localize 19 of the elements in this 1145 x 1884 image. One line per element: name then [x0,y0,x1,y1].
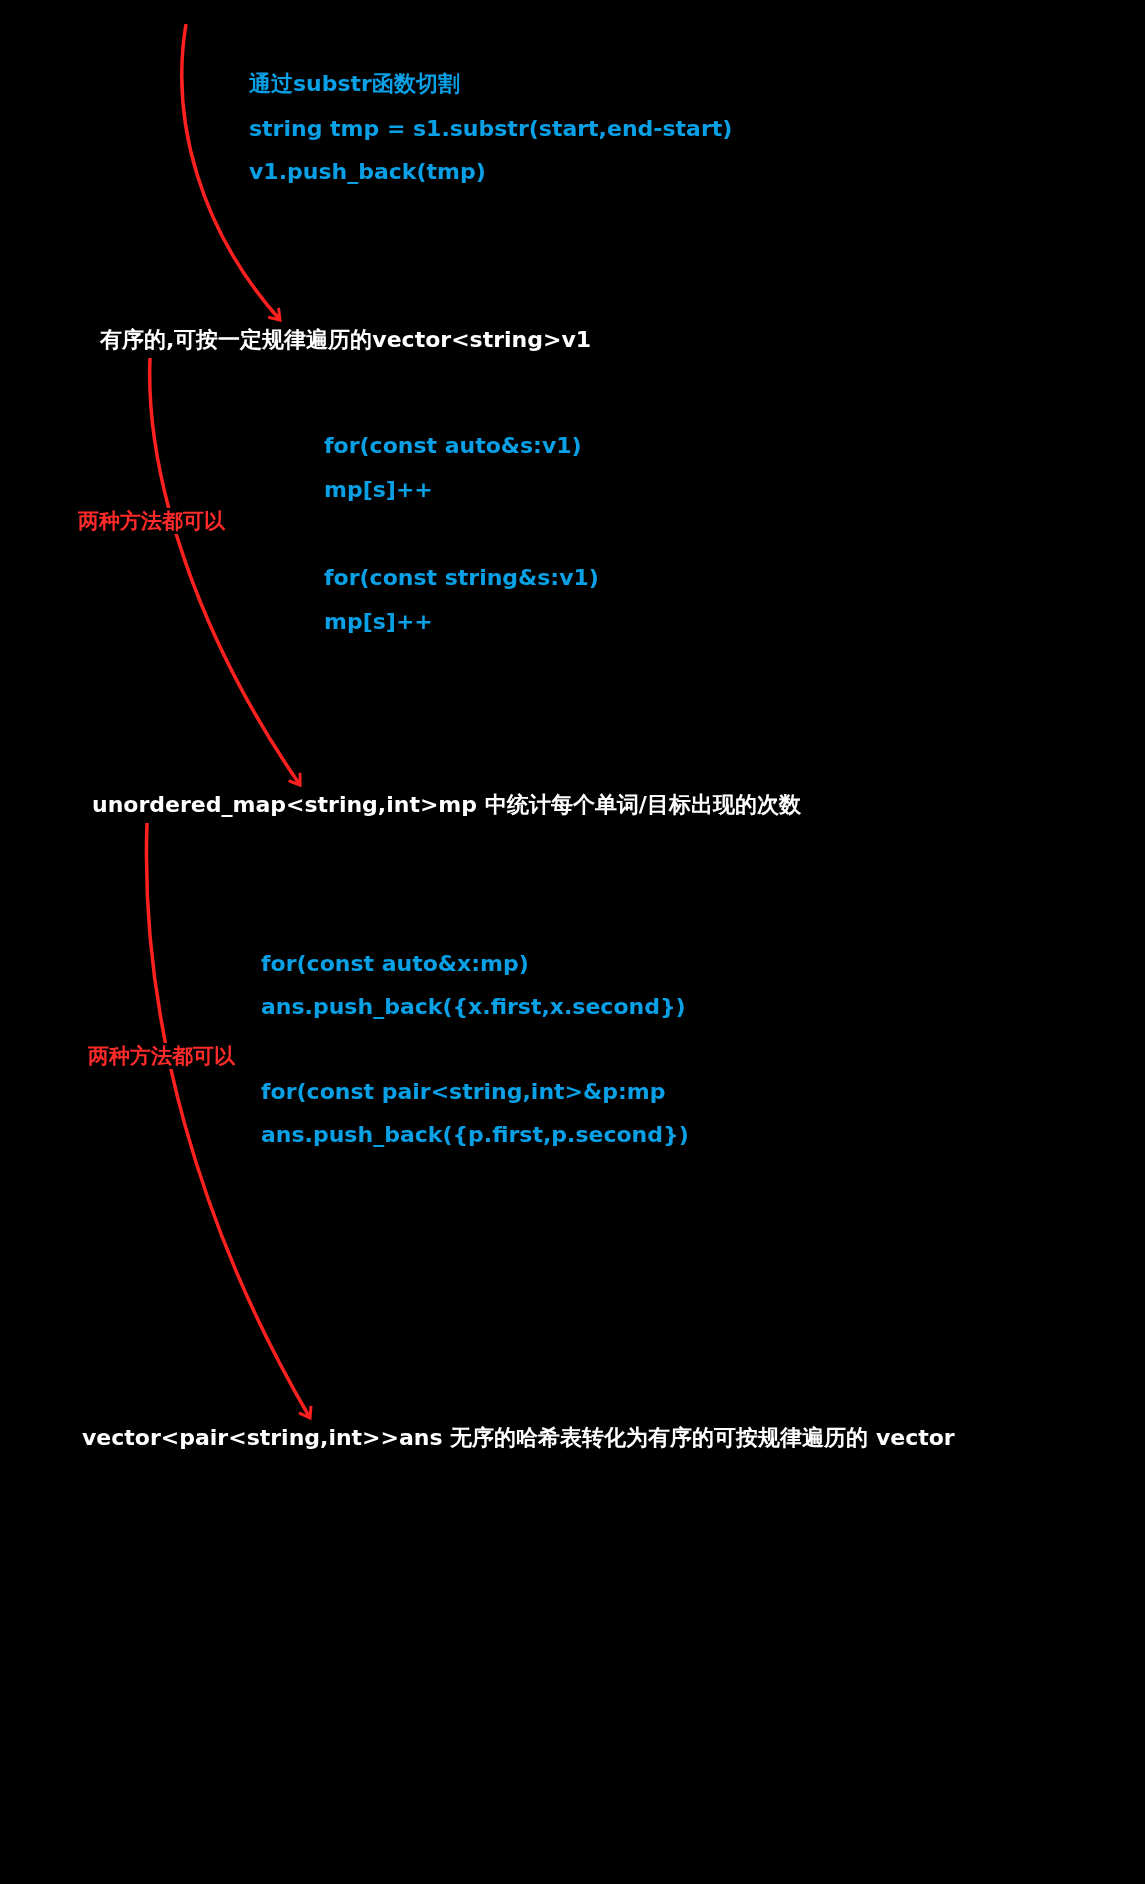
code-line: mp[s]++ [324,476,433,504]
step-text: 有序的,可按一定规律遍历的vector<string>v1 [100,326,592,354]
step-text: vector<pair<string,int>>ans 无序的哈希表转化为有序的可按规律遍历的 vector [82,1424,955,1452]
code-line: ans.push_back({p.first,p.second}) [261,1121,689,1149]
note-text: 通过substr函数切割 [249,70,460,98]
arrow [148,358,302,787]
step-text: unordered_map<string,int>mp 中统计每个单词/目标出现的次数 [92,791,801,819]
edge-label: 两种方法都可以 [76,508,227,534]
arrow [144,823,313,1420]
edge-label: 两种方法都可以 [86,1043,237,1069]
code-line: for(const auto&x:mp) [261,950,529,978]
code-line: for(const string&s:v1) [324,564,599,592]
code-line: ans.push_back({x.first,x.second}) [261,993,686,1021]
code-line: v1.push_back(tmp) [249,158,486,186]
code-line: for(const auto&s:v1) [324,432,582,460]
arrow [180,23,282,322]
code-line: mp[s]++ [324,608,433,636]
code-line: for(const pair<string,int>&p:mp [261,1078,666,1106]
code-line: string tmp = s1.substr(start,end-start) [249,115,733,143]
